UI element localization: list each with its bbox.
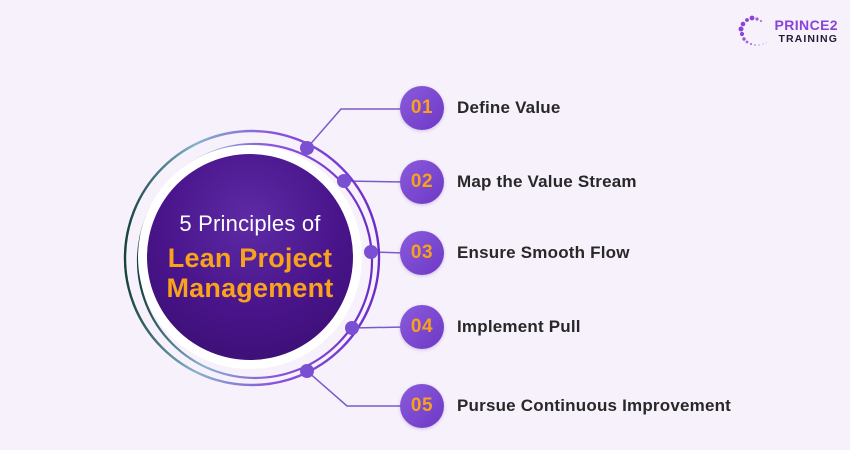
principle-number-badge-2: 02 bbox=[400, 160, 444, 204]
principle-item-4: 04 Implement Pull bbox=[400, 305, 581, 349]
connector-dot-5 bbox=[300, 364, 314, 378]
principle-number-3: 03 bbox=[410, 242, 434, 263]
principle-number-5: 05 bbox=[410, 395, 434, 416]
principle-item-5: 05 Pursue Continuous Improvement bbox=[400, 384, 731, 428]
connector-dot-1 bbox=[300, 141, 314, 155]
principle-label-3: Ensure Smooth Flow bbox=[457, 243, 630, 262]
connector-line-5 bbox=[306, 370, 404, 407]
principle-number-badge-3: 03 bbox=[400, 231, 444, 275]
principle-label-4: Implement Pull bbox=[457, 317, 581, 336]
connector-line-4 bbox=[351, 326, 405, 329]
brand-logo: PRINCE2 TRAINING bbox=[737, 12, 838, 52]
principle-label-2: Map the Value Stream bbox=[457, 172, 637, 191]
principle-label-5: Pursue Continuous Improvement bbox=[457, 396, 732, 415]
inner-ring bbox=[136, 142, 374, 380]
principle-item-1: 01 Define Value bbox=[400, 86, 561, 130]
connector-dot-4 bbox=[345, 321, 359, 335]
connector-dot-2 bbox=[337, 174, 351, 188]
principle-item-2: 02 Map the Value Stream bbox=[400, 160, 637, 204]
principle-number-badge-1: 01 bbox=[400, 86, 444, 130]
connector-dot-3 bbox=[364, 245, 378, 259]
main-circle bbox=[147, 154, 353, 360]
logo-brand-text: PRINCE2 bbox=[774, 17, 838, 33]
logo-dots-icon bbox=[738, 15, 767, 46]
principle-number-badge-4: 04 bbox=[400, 305, 444, 349]
logo-text: PRINCE2 TRAINING bbox=[774, 17, 838, 46]
logo-sub-text: TRAINING bbox=[778, 33, 838, 46]
principle-item-3: 03 Ensure Smooth Flow bbox=[400, 231, 630, 275]
principle-number-2: 02 bbox=[410, 171, 434, 192]
principle-number-4: 04 bbox=[410, 316, 434, 337]
outer-ring bbox=[123, 129, 381, 387]
principle-number-badge-5: 05 bbox=[400, 384, 444, 428]
principle-label-1: Define Value bbox=[457, 98, 561, 117]
principle-number-1: 01 bbox=[410, 97, 434, 118]
connector-line-1 bbox=[306, 108, 404, 149]
